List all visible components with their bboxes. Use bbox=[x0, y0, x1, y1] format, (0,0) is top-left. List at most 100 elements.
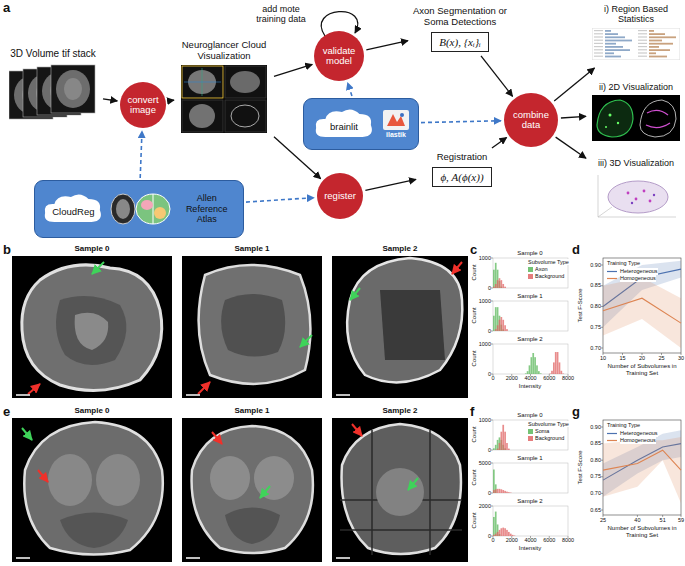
histogram-bar bbox=[555, 352, 557, 374]
bar-chart-thumbnail-part bbox=[594, 30, 603, 31]
bar-chart-thumbnail-part bbox=[649, 52, 656, 54]
bar-chart-thumbnail-part bbox=[605, 30, 611, 32]
histogram-bar bbox=[551, 371, 553, 374]
circle-shape-part bbox=[314, 31, 364, 81]
chart-label: Sample 2 bbox=[500, 498, 560, 505]
tick bbox=[601, 327, 603, 328]
tick bbox=[601, 265, 603, 266]
brain-image-sample2-part bbox=[452, 262, 462, 274]
bar-chart-thumbnail-part bbox=[649, 55, 667, 57]
bar-chart-thumbnail-part bbox=[638, 42, 647, 43]
histogram-bar bbox=[506, 329, 508, 331]
tick bbox=[681, 353, 682, 355]
tool-name: CloudReg bbox=[52, 206, 94, 217]
connector bbox=[561, 116, 586, 118]
viewer-screenshot-part bbox=[225, 100, 266, 132]
formula: ϕ, A(ϕ(x)) bbox=[440, 171, 483, 183]
panel-letter: b bbox=[3, 243, 11, 258]
dashed-connector bbox=[140, 131, 142, 178]
histogram-bar bbox=[499, 278, 501, 288]
brain-image-sample0 bbox=[12, 256, 172, 398]
histogram-frame bbox=[493, 258, 568, 288]
bar-chart-thumbnail-part bbox=[649, 33, 665, 35]
tick bbox=[491, 463, 493, 464]
histogram-bar bbox=[531, 357, 533, 374]
heading: ii) 2D Visualization bbox=[599, 82, 673, 92]
bar-chart-thumbnail bbox=[592, 28, 680, 60]
viewer-screenshot-part bbox=[182, 100, 223, 132]
tick bbox=[491, 331, 493, 332]
tick bbox=[491, 450, 493, 451]
histogram-bar bbox=[499, 489, 501, 493]
axis-title: Count bbox=[471, 501, 478, 541]
histogram-bar bbox=[497, 489, 499, 493]
brain-image-sample0-part bbox=[22, 428, 32, 440]
histogram-bar bbox=[499, 437, 501, 450]
bar-chart-thumbnail-part bbox=[649, 36, 676, 38]
image-node: Neuroglancer Cloud Visualization bbox=[176, 38, 272, 146]
bar-chart-thumbnail-part bbox=[594, 33, 603, 34]
heading: Neuroglancer Cloud Visualization bbox=[178, 40, 270, 62]
chart-label: 6000 bbox=[536, 537, 562, 543]
slice-visualization-part bbox=[609, 114, 612, 117]
connector bbox=[103, 99, 117, 101]
histogram-bar bbox=[495, 534, 497, 536]
chart-label: 0 bbox=[471, 490, 491, 496]
brain-image-sample2-part bbox=[380, 290, 445, 360]
3d-visualization-part bbox=[627, 192, 630, 195]
histogram-bar bbox=[495, 512, 497, 536]
3d-visualization-part bbox=[643, 190, 646, 193]
panel-letter: Sample 0 bbox=[57, 406, 127, 415]
tick bbox=[601, 348, 603, 349]
axis-title: Count bbox=[471, 296, 478, 336]
result-panel: ii) 2D Visualization bbox=[588, 80, 684, 146]
axis-title: Test F-Score bbox=[577, 271, 584, 341]
histogram-bar bbox=[504, 528, 506, 536]
tick bbox=[661, 353, 662, 355]
tick bbox=[491, 301, 493, 302]
brain-image-sample0-part bbox=[96, 454, 140, 506]
chart-label: 0.80 bbox=[581, 457, 601, 463]
brain-image-sample2-part bbox=[342, 424, 461, 554]
connector bbox=[274, 64, 312, 76]
slice-visualization-part bbox=[592, 95, 680, 141]
process-circle: validate model bbox=[313, 30, 365, 82]
chart-label: Sample 0 bbox=[500, 250, 560, 257]
atlas-thumbnails-part bbox=[141, 200, 153, 210]
process-circle: combine data bbox=[503, 92, 559, 148]
legend-swatch bbox=[528, 436, 533, 441]
brain-image-sample1-part bbox=[182, 256, 322, 398]
histogram-bar bbox=[495, 445, 497, 450]
3d-visualization-part bbox=[598, 217, 676, 218]
histogram-bar bbox=[534, 357, 536, 374]
brain-image-sample0-part bbox=[38, 470, 48, 482]
legend-text: Soma bbox=[535, 428, 549, 435]
tick bbox=[642, 353, 643, 355]
chart-label: 0.90 bbox=[581, 424, 601, 430]
atlas-name: Allen Reference Atlas bbox=[178, 193, 236, 224]
chart-label: 0.80 bbox=[581, 303, 601, 309]
axis-title: Count bbox=[471, 253, 478, 293]
output-box: Registrationϕ, A(ϕ(x)) bbox=[418, 150, 506, 189]
result-panel: iii) 3D Visualization bbox=[588, 156, 684, 230]
chart-label: 20 bbox=[632, 355, 652, 361]
connector bbox=[481, 56, 513, 96]
brain-image-sample1 bbox=[182, 256, 322, 398]
chart-label: 0 bbox=[471, 371, 491, 377]
histogram-bar bbox=[495, 484, 497, 493]
tick bbox=[491, 420, 493, 421]
histogram-bar bbox=[508, 532, 510, 536]
histogram-bar bbox=[553, 362, 555, 374]
cloud: CloudReg bbox=[42, 191, 104, 227]
formula-box: B(x), {xᵢ}ᵢ bbox=[431, 32, 489, 52]
bar-chart-thumbnail-part bbox=[649, 39, 662, 41]
slice-visualization-part bbox=[617, 122, 619, 124]
thumbnail bbox=[9, 63, 97, 121]
panel-letter: a bbox=[3, 1, 10, 16]
chart-frame bbox=[603, 258, 681, 353]
panel-letter: Sample 1 bbox=[217, 406, 287, 415]
ilastik-logo-part bbox=[387, 114, 405, 126]
result-panel: i) Region Based Statistics bbox=[588, 2, 684, 66]
tool-box: CloudReg Allen Reference Atlas bbox=[34, 180, 244, 238]
brain-image-sample0-part bbox=[16, 394, 30, 396]
